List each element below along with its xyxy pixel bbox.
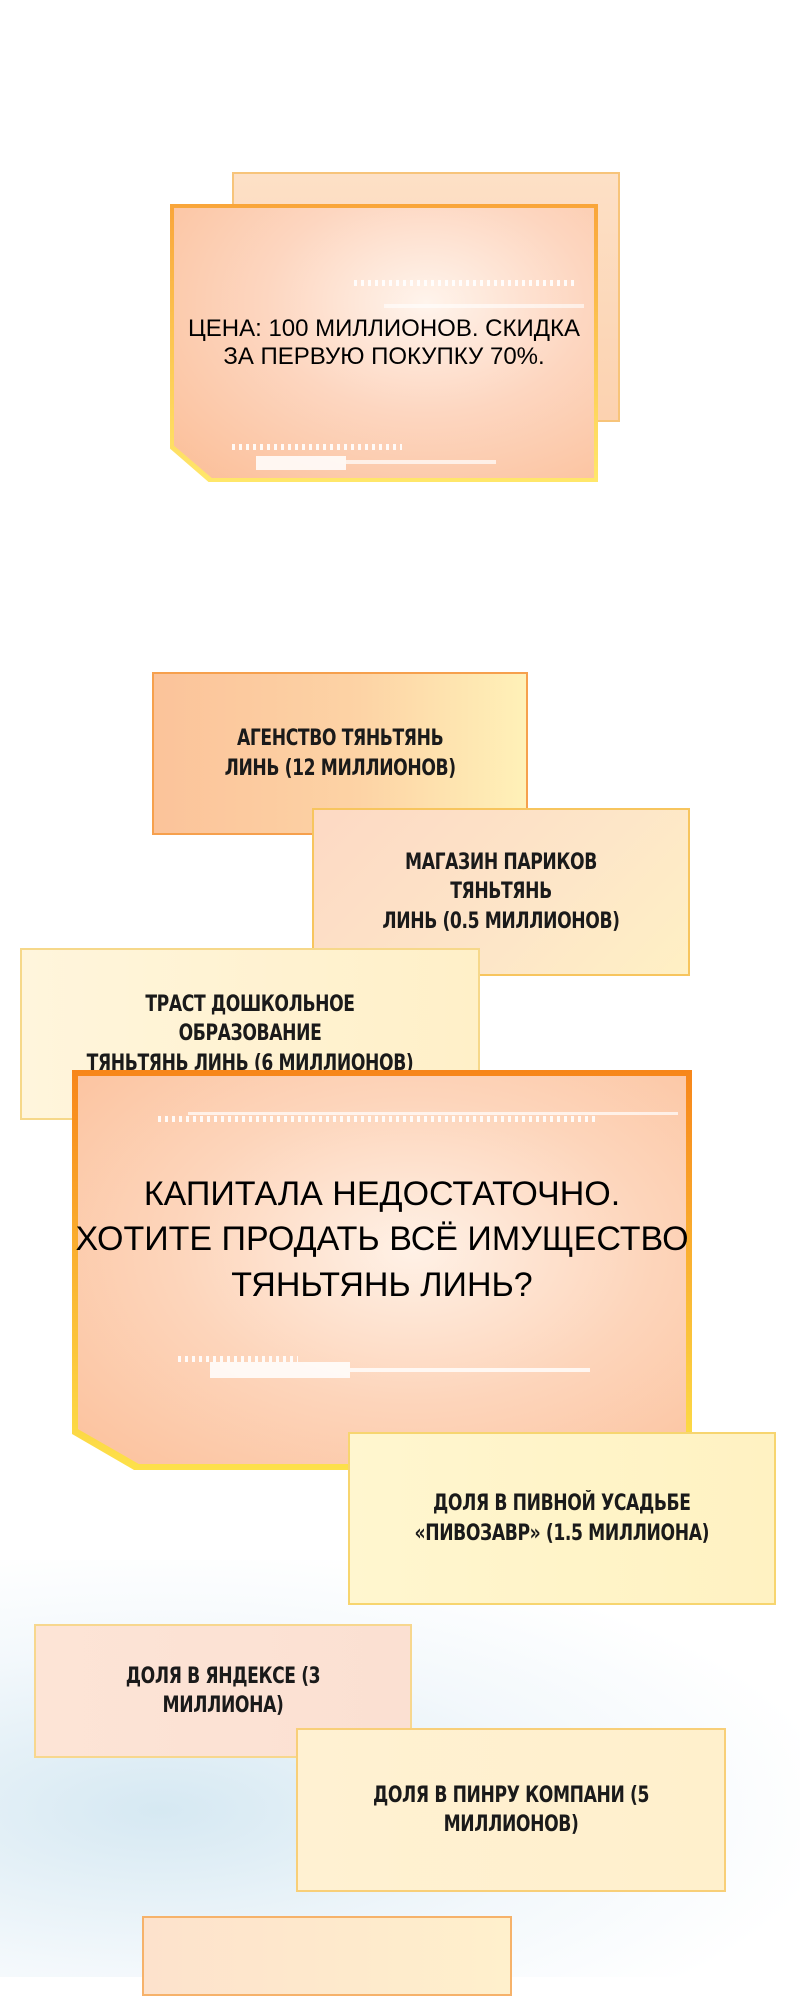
asset-card-yandex-share[interactable]: ДОЛЯ В ЯНДЕКСЕ (3 МИЛЛИОНА) (34, 1624, 412, 1758)
decor-dots (354, 280, 574, 286)
decor-bar (384, 304, 584, 308)
price-notice-text: ЦЕНА: 100 МИЛЛИОНОВ. СКИДКА ЗА ПЕРВУЮ ПО… (188, 315, 580, 370)
capital-dialog: КАПИТАЛА НЕДОСТАТОЧНО. ХОТИТЕ ПРОДАТЬ ВС… (72, 1070, 692, 1470)
asset-card-agency[interactable]: АГЕНСТВО ТЯНЬТЯНЬ ЛИНЬ (12 МИЛЛИОНОВ) (152, 672, 528, 835)
decor-bar (188, 1112, 678, 1115)
decor-dots (232, 444, 402, 450)
decor-dots (158, 1116, 598, 1122)
asset-label: МАГАЗИН ПАРИКОВ ТЯНЬТЯНЬ ЛИНЬ (0.5 МИЛЛИ… (382, 850, 620, 934)
asset-card-partial[interactable] (142, 1916, 512, 1996)
capital-prompt-text: КАПИТАЛА НЕДОСТАТОЧНО. ХОТИТЕ ПРОДАТЬ ВС… (75, 1175, 689, 1304)
asset-label: ДОЛЯ В ЯНДЕКСЕ (3 МИЛЛИОНА) (125, 1663, 321, 1718)
asset-label: ДОЛЯ В ПИВНОЙ УСАДЬБЕ «ПИВОЗАВР» (1.5 МИ… (414, 1491, 710, 1546)
asset-label: АГЕНСТВО ТЯНЬТЯНЬ ЛИНЬ (12 МИЛЛИОНОВ) (224, 726, 456, 781)
decor-bar (350, 1368, 590, 1372)
asset-label: ТРАСТ ДОШКОЛЬНОЕ ОБРАЗОВАНИЕ ТЯНЬТЯНЬ ЛИ… (86, 992, 414, 1076)
price-dialog-panel (174, 208, 594, 478)
decor-bar (346, 460, 496, 464)
asset-card-brewery-share[interactable]: ДОЛЯ В ПИВНОЙ УСАДЬБЕ «ПИВОЗАВР» (1.5 МИ… (348, 1432, 776, 1605)
decor-bar (256, 456, 346, 470)
asset-card-pinru-share[interactable]: ДОЛЯ В ПИНРУ КОМПАНИ (5 МИЛЛИОНОВ) (296, 1728, 726, 1892)
capital-dialog-panel (78, 1076, 686, 1464)
decor-bar (210, 1362, 350, 1378)
asset-label: ДОЛЯ В ПИНРУ КОМПАНИ (5 МИЛЛИОНОВ) (372, 1782, 650, 1837)
decor-dots (178, 1356, 298, 1362)
price-dialog: ЦЕНА: 100 МИЛЛИОНОВ. СКИДКА ЗА ПЕРВУЮ ПО… (170, 204, 598, 482)
